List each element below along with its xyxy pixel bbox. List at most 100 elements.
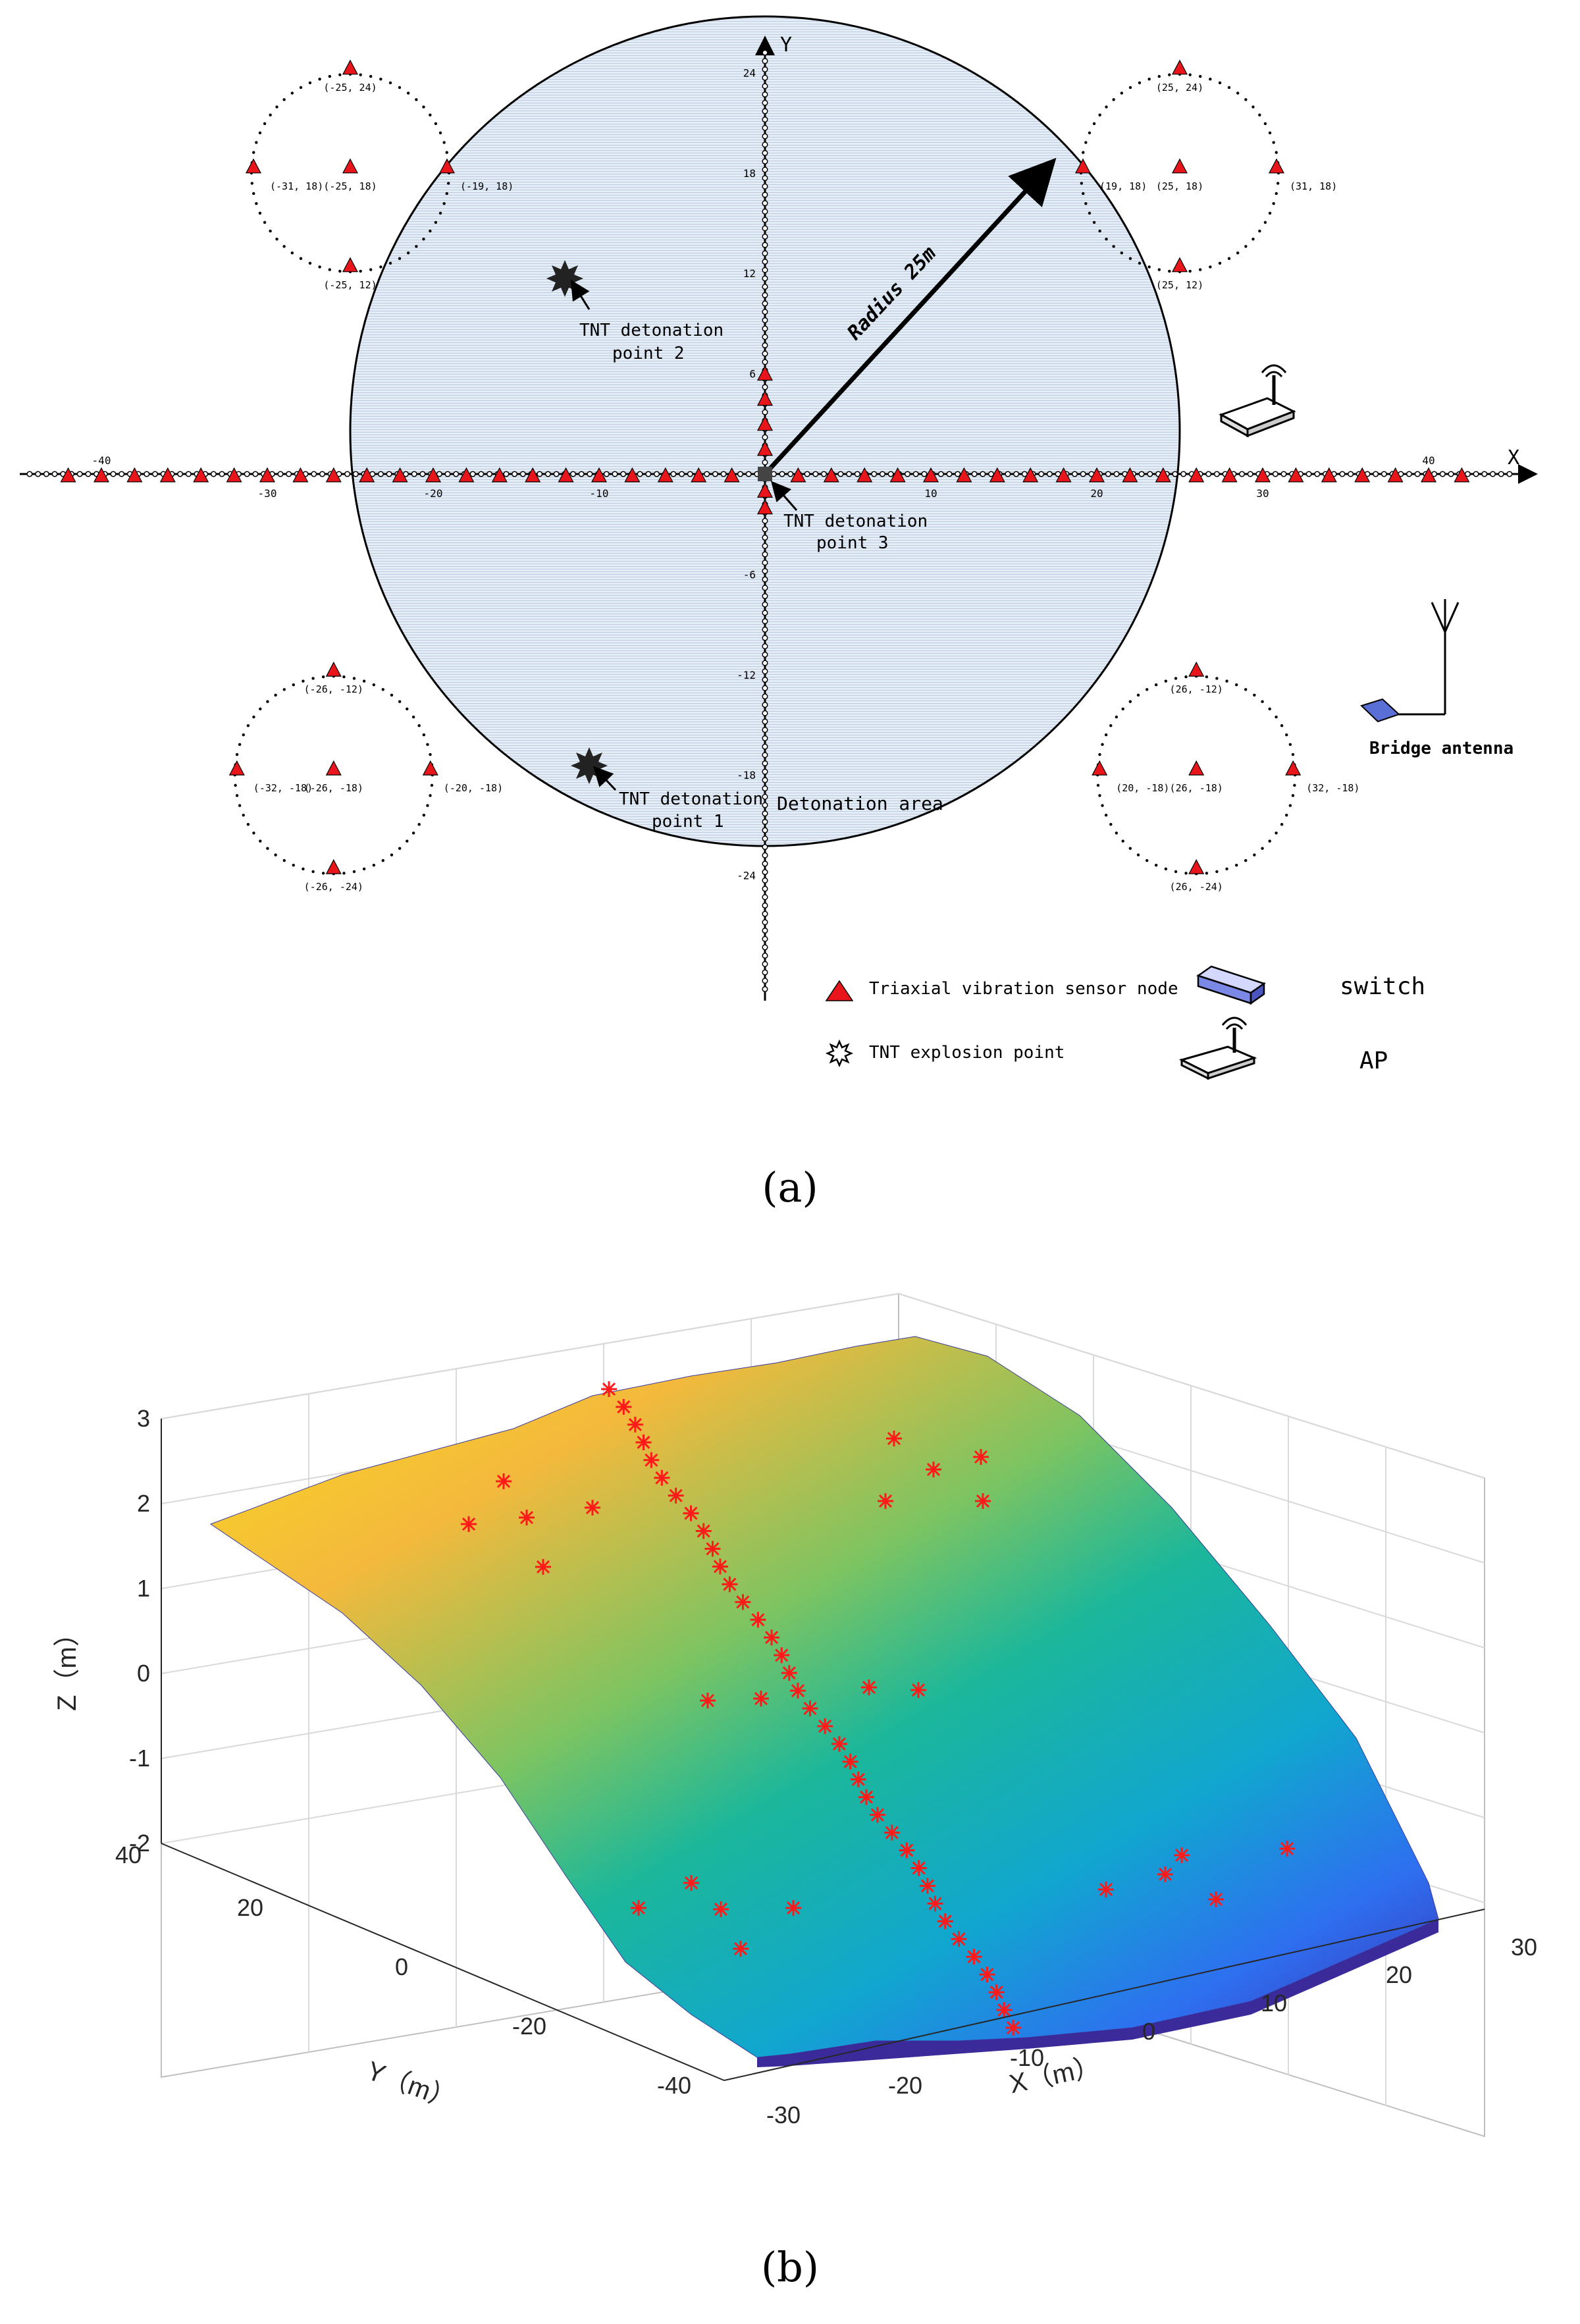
axis-bead: [846, 471, 853, 477]
cluster-dot: [369, 74, 373, 78]
cluster-dot: [1092, 122, 1096, 125]
cluster-dot: [274, 693, 277, 697]
cluster-dot: [1128, 257, 1132, 260]
y-tick-label: -24: [737, 870, 756, 882]
cluster-dot: [318, 77, 321, 81]
cluster-dot: [1120, 92, 1124, 95]
axis-sensor-triangle-icon: [491, 467, 508, 483]
cluster-dot: [1188, 73, 1192, 76]
axis-bead: [469, 471, 476, 477]
cluster-dot: [1236, 92, 1240, 95]
star-stroke: [818, 1719, 832, 1733]
cluster-dot: [1280, 724, 1284, 727]
axis-sensor-triangle-icon: [226, 467, 242, 483]
cluster-dot: [359, 269, 362, 273]
axis-sensor-triangle-icon: [292, 467, 309, 483]
cluster-dot: [372, 683, 376, 687]
axis-bead: [762, 49, 768, 56]
cluster-dot: [342, 675, 346, 679]
star-stroke: [928, 1897, 942, 1911]
cluster-dot: [1138, 261, 1142, 265]
cluster-coordinate-label: (-19, 18): [460, 180, 514, 192]
axis-sensor-triangle-icon: [1089, 467, 1105, 483]
cluster-dot: [258, 211, 262, 215]
star-stroke: [900, 1843, 914, 1857]
cluster-dot: [422, 105, 425, 109]
axis-bead: [762, 99, 768, 106]
detonation-1-line2: point 1: [652, 812, 724, 832]
cluster-dot: [1205, 872, 1209, 875]
sensor-star-marker: [951, 1931, 967, 1947]
sensor-star-marker: [966, 1949, 982, 1965]
axis-bead: [762, 174, 768, 182]
axis-bead: [762, 267, 768, 273]
star-stroke: [723, 1577, 737, 1591]
cluster-dot: [1104, 814, 1108, 817]
cluster-sensor-triangle-icon: [342, 257, 358, 273]
cluster-coordinate-label: (20, -18): [1116, 782, 1169, 794]
axis-bead: [762, 300, 768, 307]
cluster-dot: [429, 753, 432, 756]
detonation-point-3: TNT detonation point 3: [758, 467, 928, 553]
star-stroke: [843, 1755, 857, 1768]
sensor-star-marker: [753, 1691, 769, 1706]
axis-bead: [762, 752, 768, 758]
axis-bead: [762, 727, 768, 733]
axis-bead: [762, 200, 768, 207]
terrain-front-edge: [757, 1919, 1438, 2067]
axis-bead: [244, 471, 250, 477]
cluster-dot: [1227, 257, 1231, 260]
cluster-dot: [434, 122, 438, 125]
axis-bead: [144, 471, 150, 477]
axis-bead: [937, 471, 944, 477]
star-stroke: [461, 1517, 476, 1531]
cluster-dot: [1209, 265, 1212, 269]
axis-bead: [762, 526, 768, 533]
axis-bead: [311, 471, 317, 477]
star-stroke: [700, 1693, 715, 1708]
axis-bead: [1406, 471, 1413, 477]
cluster-dot: [318, 265, 321, 269]
cluster-dot: [1272, 201, 1275, 205]
cluster-dot: [282, 245, 286, 248]
axis-bead: [762, 969, 768, 976]
cluster-dot: [1184, 872, 1188, 875]
axis-sensor-triangle-icon: [259, 467, 275, 483]
cluster-dot: [311, 870, 315, 874]
axis-bead: [286, 471, 292, 477]
axis-sensor-triangle-icon: [392, 467, 408, 483]
sensor-star-marker: [1098, 1882, 1114, 1897]
cluster-dot: [1128, 700, 1132, 703]
z-tick-label: 2: [137, 1490, 150, 1517]
axis-sensor-triangle-icon: [1221, 467, 1238, 483]
detonation-area-label: Detonation area: [777, 793, 943, 814]
axis-bead: [110, 471, 117, 477]
axis-bead: [762, 843, 768, 851]
axis-bead: [762, 250, 768, 257]
axis-sensor-triangle-icon: [1387, 467, 1404, 483]
cluster-dot: [1115, 715, 1119, 719]
star-stroke: [859, 1790, 874, 1804]
axis-bead: [43, 471, 49, 477]
sensor-star-marker: [1157, 1866, 1173, 1882]
axis-bead: [762, 927, 768, 934]
axis-bead: [679, 471, 685, 477]
star-stroke: [764, 1631, 779, 1645]
cluster-dot: [1225, 867, 1228, 871]
sensor-star-marker: [683, 1505, 699, 1521]
sensor-star-marker: [869, 1807, 885, 1823]
cluster-dot: [445, 151, 448, 154]
cluster-dot: [1146, 688, 1149, 691]
cluster-coordinate-label: (-26, -12): [304, 683, 363, 695]
axis-sensor-triangle-icon: [790, 467, 806, 483]
cluster-dot: [259, 839, 262, 843]
axis-bead: [453, 471, 460, 477]
cluster-dot: [1136, 853, 1140, 857]
cluster-dot: [1109, 724, 1113, 727]
axis-bead: [762, 827, 768, 833]
z-tick-label: 0: [137, 1660, 150, 1687]
cluster-dot: [422, 733, 426, 737]
